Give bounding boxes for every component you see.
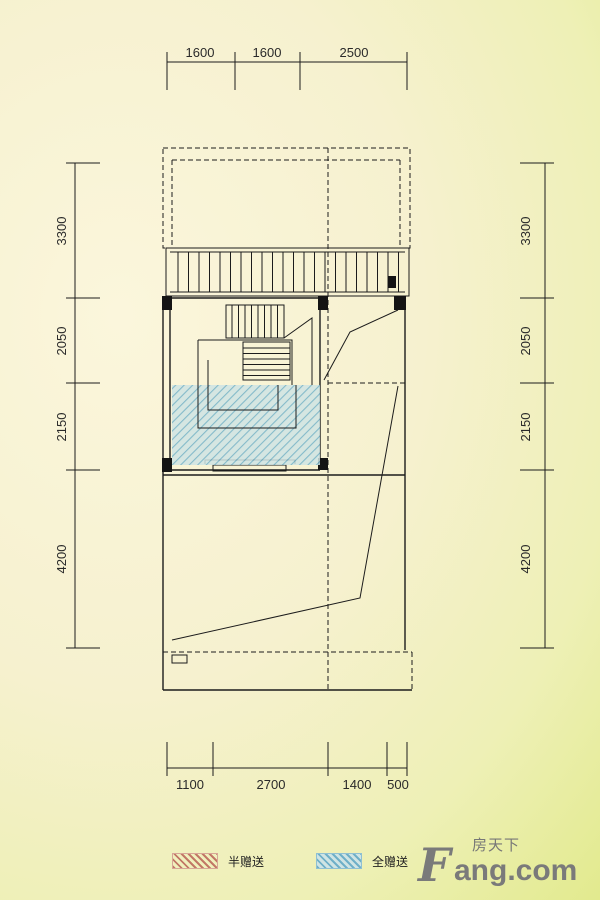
dim-right-1: 3300 [518,217,533,246]
dim-top-1: 1600 [186,45,215,60]
dim-bottom-3: 1400 [343,777,372,792]
fang-watermark-logo: 房天下 F ang.com [418,832,596,894]
watermark-chinese: 房天下 [472,836,521,854]
legend-full-gift: 全赠送 [316,852,408,870]
dashed-boundaries [162,147,413,690]
legend-full-label: 全赠送 [372,854,409,869]
legend-half-label: 半赠送 [228,854,265,869]
dim-right-4: 4200 [518,545,533,574]
full-gift-area [172,385,320,465]
balcony-railing [165,247,410,297]
stair-treads [231,305,290,376]
dim-left-2: 2050 [54,327,69,356]
roof-lines [171,309,399,664]
dim-left-4: 4200 [54,545,69,574]
railing-bars [177,252,399,292]
half-gift-swatch [172,853,218,869]
walls [162,296,412,691]
dim-right-3: 2150 [518,413,533,442]
dim-right-2: 2050 [518,327,533,356]
dim-bottom-4: 500 [387,777,409,792]
watermark-brand-f: F [418,838,451,892]
legend-half-gift: 半赠送 [172,852,264,870]
dim-left-3: 2150 [54,413,69,442]
dim-bottom-1: 1100 [176,777,204,792]
dim-top-3: 2500 [340,45,369,60]
watermark-brand-rest: ang.com [454,854,578,887]
dimension-lines [66,52,554,776]
dim-top-2: 1600 [253,45,282,60]
columns [162,276,406,472]
dimension-labels: 1600 1600 2500 3300 2050 2150 4200 3300 … [54,45,533,792]
dim-left-1: 3300 [54,217,69,246]
full-gift-swatch [316,853,362,869]
dim-bottom-2: 2700 [257,777,286,792]
